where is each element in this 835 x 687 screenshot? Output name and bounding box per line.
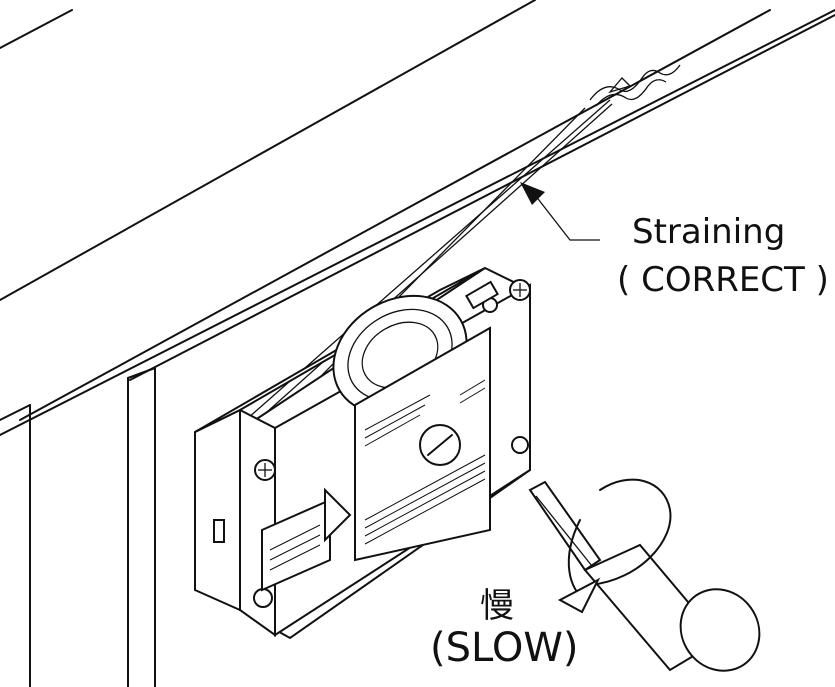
- door-frame: [0, 367, 156, 687]
- arrow-pointer-icon: [520, 182, 600, 241]
- screwdriver-icon: [528, 480, 761, 672]
- slow-cjk-label: 慢: [480, 586, 514, 626]
- slow-label: (SLOW): [430, 625, 579, 671]
- tensioner-box-icon: [194, 266, 531, 640]
- straining-label: Straining: [632, 212, 786, 252]
- curved-rotation-arrow-icon: [557, 478, 672, 614]
- ceiling-beam: [0, 0, 835, 436]
- correct-label: ( CORRECT ): [617, 260, 829, 300]
